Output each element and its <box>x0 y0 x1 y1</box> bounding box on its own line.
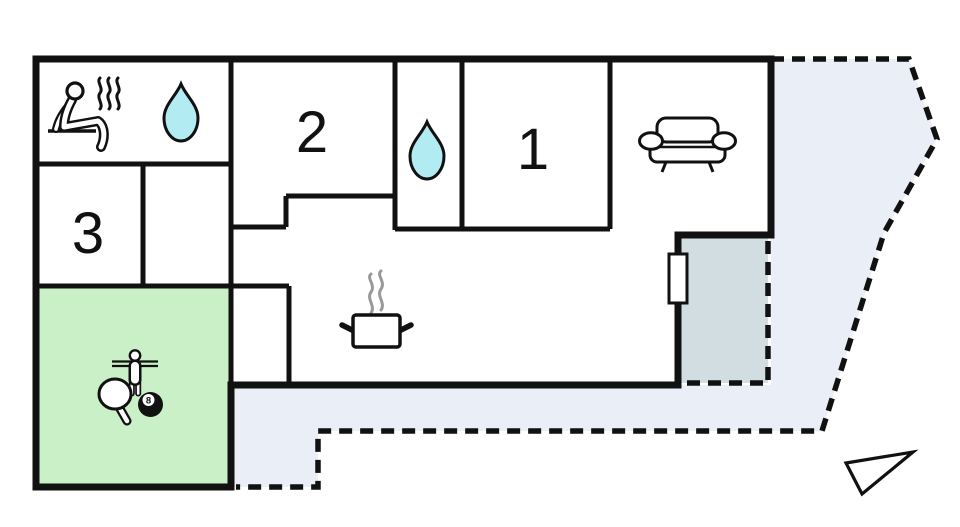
steam-icon <box>97 76 121 111</box>
room-1-label: 1 <box>517 117 549 182</box>
water-drop-icon <box>162 80 200 143</box>
terrace-door <box>667 252 689 305</box>
cooking-pot-icon <box>339 269 414 349</box>
sauna-person-icon <box>48 81 109 152</box>
water-drop-icon <box>408 118 446 181</box>
head <box>65 81 85 101</box>
room-3-label: 3 <box>72 201 104 266</box>
room-2-label: 2 <box>296 100 328 165</box>
outer-wall <box>32 55 775 491</box>
north-arrow-icon <box>843 449 919 497</box>
interior-walls <box>36 59 613 385</box>
plot-boundary-dashed <box>236 56 941 490</box>
terrace <box>681 238 768 383</box>
terrace-boundary-dashed <box>681 241 771 386</box>
sofa-icon <box>638 116 737 173</box>
table-tennis-paddle-icon <box>97 377 133 426</box>
eight-ball-label: 8 <box>146 396 151 407</box>
plot-area <box>231 59 937 487</box>
eight-ball-icon: 8 <box>138 392 163 417</box>
